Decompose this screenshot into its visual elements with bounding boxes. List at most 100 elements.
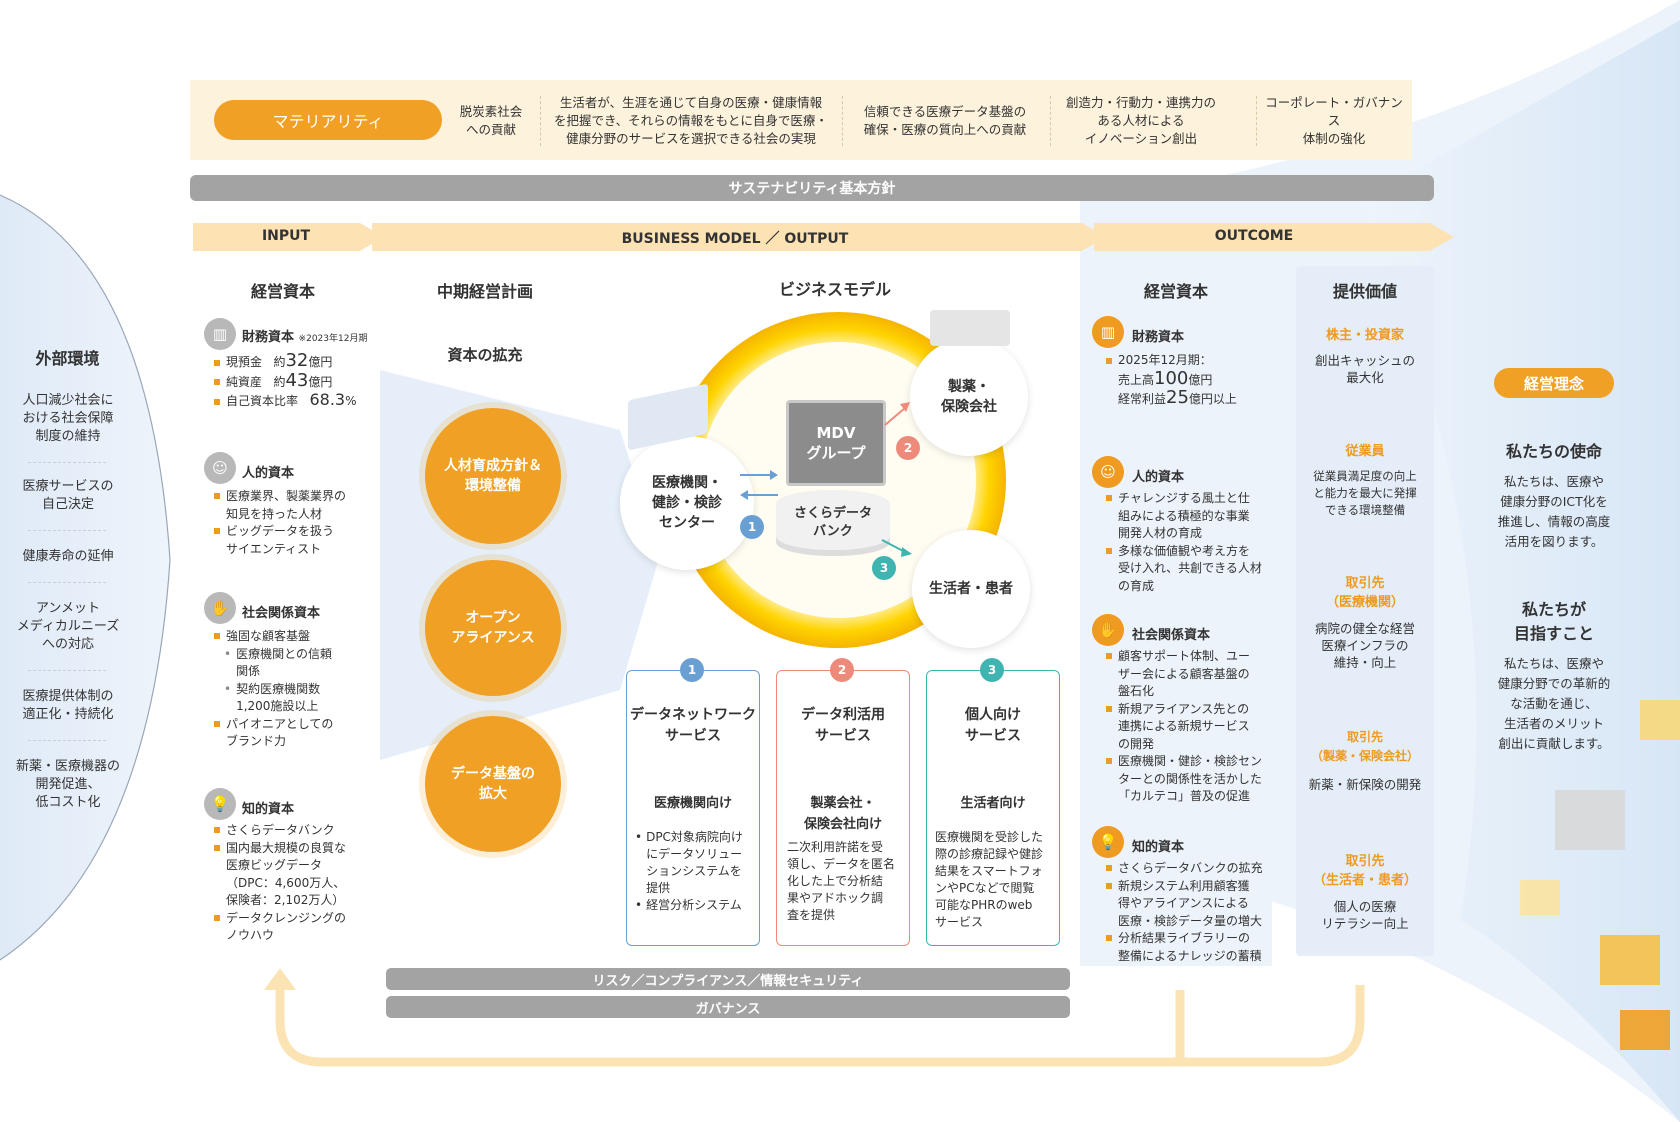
financial-list: 現預金 約32億円 純資産 約43億円 自己資本比率 68.3% [214, 352, 384, 411]
value-head-2: 従業員 [1345, 444, 1385, 459]
mdv-group-box: MDV グループ [786, 400, 886, 486]
value-body-2: 従業員満足度の向上 と能力を最大に発揮 できる環境整備 [1313, 469, 1417, 517]
service-number-1: 1 [680, 658, 704, 682]
risk-compliance-bar: リスク／コンプライアンス／情報セキュリティ [386, 968, 1070, 990]
governance-bar: ガバナンス [386, 996, 1070, 1018]
outcome-capital-title: 経営資本 [1143, 282, 1208, 301]
intellectual-capital-list: さくらデータバンク 国内最大規模の良質な 医療ビッグデータ （DPC：4,600… [214, 822, 384, 945]
input-capital-title: 経営資本 [250, 282, 315, 301]
materiality-item-2: 生活者が、生涯を通じて自身の医療・健康情報 を把握でき、それらの情報をもとに自身… [554, 95, 828, 146]
materiality-item-5: コーポレート・ガバナンス 体制の強化 [1265, 95, 1403, 146]
midterm-plan-title: 中期経営計画 [436, 282, 533, 301]
intellectual-capital-title: 知的資本 [242, 802, 295, 817]
vision-title: 私たちが 目指すこと [1513, 600, 1594, 643]
node-patients: 生活者・患者 [912, 530, 1030, 648]
outcome-financial-title: 財務資本 [1132, 330, 1185, 345]
value-head-5: 取引先 （生活者・患者） [1312, 854, 1417, 888]
divider [842, 96, 843, 146]
capital-expansion-title: 資本の拡充 [447, 346, 523, 364]
materiality-label: マテリアリティ [214, 100, 442, 140]
value-body-3: 病院の健全な経営 医療インフラの 維持・向上 [1314, 621, 1415, 670]
midterm-circle-3: データ基盤の 拡大 [425, 716, 561, 852]
service-title-1: データネットワーク サービス [630, 707, 756, 744]
lightbulb-icon: 💡 [1092, 826, 1124, 858]
divider [1256, 96, 1257, 146]
chart-icon: ▥ [1092, 316, 1124, 348]
outcome-human-title: 人的資本 [1132, 470, 1185, 485]
service-box-3: 3 個人向け サービス 生活者向け 医療機関を受診した 際の診療記録や健診 結果… [926, 658, 1060, 946]
value-head-1: 株主・投資家 [1325, 328, 1404, 343]
external-item-3: 健康寿命の延伸 [22, 549, 114, 564]
outcome-financial-list: 2025年12月期： 売上高100億円 経常利益25億円以上 [1106, 352, 1266, 409]
external-item-5: 医療提供体制の 適正化・持続化 [22, 689, 114, 722]
handshake-icon: ✋ [204, 592, 236, 624]
outcome-intellectual-list: さくらデータバンクの拡充 新規システム利用顧客獲 得やアライアンスによる 医療・… [1106, 860, 1276, 965]
materiality-item-3: 信頼できる医療データ基盤の 確保・医療の質向上への貢献 [863, 104, 1027, 137]
value-body-4: 新薬・新保険の開発 [1308, 777, 1422, 792]
divider [28, 582, 106, 583]
divider [28, 740, 106, 741]
divider [1050, 96, 1051, 146]
human-capital-title: 人的資本 [242, 466, 295, 481]
vision-text: 私たちは、医療や 健康分野での革新的 な活動を通じ、 生活者のメリット 創出に貢… [1497, 656, 1611, 751]
service-target-1: 医療機関向け [653, 796, 732, 811]
service-target-3: 生活者向け [960, 796, 1026, 811]
business-model-title: ビジネスモデル [778, 280, 891, 299]
divider [28, 462, 106, 463]
lightbulb-icon: 💡 [204, 788, 236, 820]
philosophy-label: 経営理念 [1494, 368, 1614, 398]
materiality-item-1: 脱炭素社会 への貢献 [459, 104, 523, 137]
flow-arrow-band [193, 223, 1454, 251]
chart-icon: ▥ [204, 318, 236, 350]
node-medical-institutions: 医療機関・ 健診・検診 センター [620, 436, 754, 570]
sustainability-policy-bar: サステナビリティ基本方針 [190, 175, 1434, 201]
financial-capital-title: 財務資本 ※2023年12月期 [242, 330, 368, 345]
value-panel [1296, 266, 1434, 956]
service-title-2: データ利活用 サービス [801, 707, 885, 744]
midterm-circle-2: オープン アライアンス [425, 560, 561, 696]
human-capital-list: 医療業界、製薬業界の 知見を持った人材 ビッグデータを扱う サイエンティスト [214, 488, 384, 558]
service-target-2: 製薬会社・ 保険会社向け [803, 796, 882, 832]
people-icon: ☺ [1092, 456, 1124, 488]
value-head-4: 取引先 （製薬・保険会社） [1310, 730, 1419, 763]
flow-input-label: INPUT [261, 228, 311, 244]
service-number-2: 2 [830, 658, 854, 682]
social-capital-list: 強固な顧客基盤 •医療機関との信頼 関係 •契約医療機関数 1,200施設以上 … [214, 628, 384, 751]
service-body-1: •DPC対象病院向け にデータソリュー ションシステムを 提供 •経営分析システ… [635, 830, 743, 912]
external-item-4: アンメット メディカルニーズ への対応 [16, 601, 120, 652]
social-capital-title: 社会関係資本 [242, 606, 321, 621]
external-item-6: 新薬・医療機器の 開発促進、 低コスト化 [15, 759, 120, 810]
value-title: 提供価値 [1332, 282, 1397, 301]
outcome-social-list: 顧客サポート体制、ユー ザー会による顧客基盤の 盤石化 新規アライアンス先との … [1106, 648, 1276, 806]
flow-business-label: BUSINESS MODEL ／ OUTPUT [621, 231, 849, 247]
value-head-3: 取引先 （医療機関） [1325, 576, 1404, 610]
service-title-3: 個人向け サービス [965, 707, 1021, 744]
value-body-1: 創出キャッシュの 最大化 [1314, 353, 1415, 385]
outcome-social-title: 社会関係資本 [1132, 628, 1211, 643]
service-body-3: 医療機関を受診した 際の診療記録や健診 結果をスマートフォ ンやPCなどで閲覧 … [935, 830, 1044, 929]
outcome-intellectual-title: 知的資本 [1132, 840, 1185, 855]
service-box-2: 2 データ利活用 サービス 製薬会社・ 保険会社向け 二次利用許諾を受 領し、デ… [776, 658, 910, 946]
sakura-databank-cylinder: さくらデータ バンク [776, 490, 890, 556]
materiality-item-4: 創造力・行動力・連携力の ある人材による イノベーション創出 [1065, 95, 1216, 146]
outcome-human-list: チャレンジする風土と仕 組みによる積極的な事業 開発人材の育成 多様な価値観や考… [1106, 490, 1276, 595]
step-number-2: 2 [896, 436, 920, 460]
handshake-icon: ✋ [1092, 614, 1124, 646]
step-number-3: 3 [872, 556, 896, 580]
external-env-title: 外部環境 [35, 349, 100, 368]
service-body-2: 二次利用許諾を受 領し、データを匿名 化した上で分析結 果やアドホック調 査を提… [787, 840, 896, 922]
external-item-1: 人口減少社会に おける社会保障 制度の維持 [22, 393, 114, 444]
mission-title: 私たちの使命 [1505, 442, 1602, 461]
service-number-3: 3 [980, 658, 1004, 682]
medicine-tray-icon [930, 310, 1010, 346]
value-body-5: 個人の医療 リテラシー向上 [1321, 899, 1409, 931]
flow-outcome-label: OUTCOME [1214, 228, 1294, 244]
external-item-2: 医療サービスの 自己決定 [22, 479, 114, 512]
service-box-1: 1 データネットワーク サービス 医療機関向け •DPC対象病院向け にデータソ… [626, 658, 760, 946]
mission-text: 私たちは、医療や 健康分野のICT化を 推進し、情報の高度 活用を図ります。 [1497, 474, 1611, 549]
midterm-circle-1: 人材育成方針＆ 環境整備 [425, 408, 561, 544]
node-pharma-insurance: 製薬・ 保険会社 [910, 338, 1028, 456]
divider [540, 96, 541, 146]
step-number-1: 1 [740, 515, 764, 539]
